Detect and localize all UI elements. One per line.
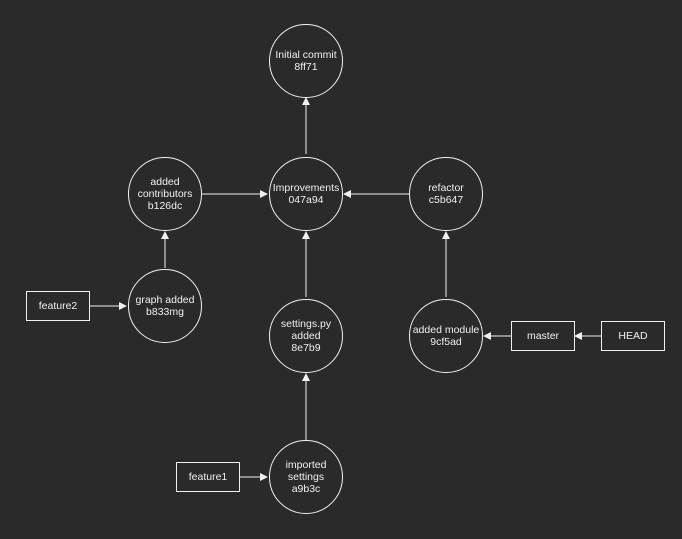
commit-improvements[interactable]: Improvements 047a94 (269, 157, 343, 231)
commit-message: imported (285, 459, 327, 471)
commit-message: settings.py (280, 318, 332, 330)
commit-message: added (150, 176, 180, 188)
commit-graph[interactable]: graph added b833mg (128, 269, 202, 343)
branch-feature1[interactable]: feature1 (176, 462, 240, 492)
commit-message: graph added (135, 294, 195, 306)
commit-settings-py[interactable]: settings.py added 8e7b9 (269, 299, 343, 373)
commit-hash: a9b3c (291, 483, 321, 495)
commit-message: Improvements (272, 182, 340, 194)
commit-hash: b833mg (146, 306, 184, 318)
commit-message: contributors (137, 188, 193, 200)
commit-imported[interactable]: imported settings a9b3c (269, 440, 343, 514)
commit-contributors[interactable]: added contributors b126dc (128, 157, 202, 231)
commit-message: added module (412, 324, 480, 336)
commit-hash: c5b647 (428, 194, 464, 206)
commit-hash: b126dc (147, 200, 183, 212)
ref-label: HEAD (618, 330, 648, 342)
branch-label: feature1 (188, 471, 228, 483)
commit-module[interactable]: added module 9cf5ad (409, 299, 483, 373)
branch-feature2[interactable]: feature2 (26, 291, 90, 321)
commit-message: refactor (428, 182, 464, 194)
ref-head[interactable]: HEAD (601, 321, 665, 351)
commit-hash: 8ff71 (294, 61, 318, 73)
commit-message: settings (287, 471, 325, 483)
commit-hash: 047a94 (288, 194, 324, 206)
commit-hash: 8e7b9 (291, 342, 321, 354)
branch-label: master (526, 330, 560, 342)
branch-label: feature2 (38, 300, 78, 312)
branch-master[interactable]: master (511, 321, 575, 351)
commit-message: Initial commit (275, 49, 337, 61)
commit-message: added (291, 330, 321, 342)
commit-initial[interactable]: Initial commit 8ff71 (269, 24, 343, 98)
commit-refactor[interactable]: refactor c5b647 (409, 157, 483, 231)
commit-hash: 9cf5ad (430, 336, 462, 348)
